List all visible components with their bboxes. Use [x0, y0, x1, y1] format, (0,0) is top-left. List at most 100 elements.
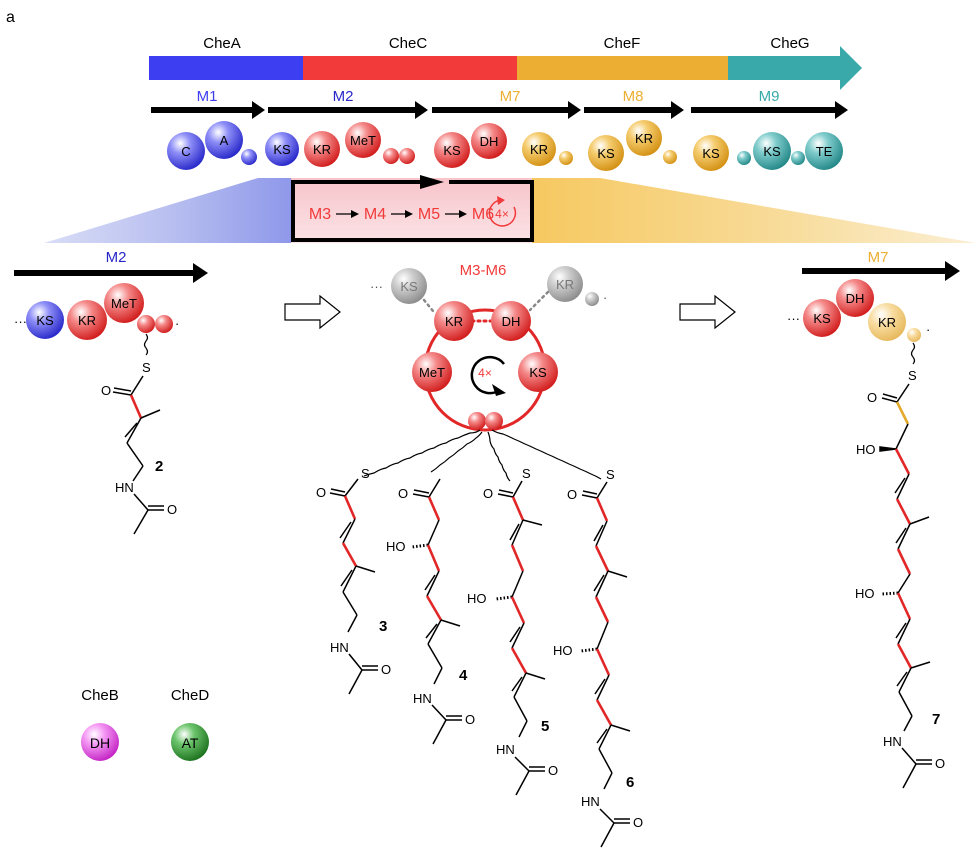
- atom-s: S: [908, 368, 917, 383]
- atom-o: O: [465, 712, 475, 727]
- domain-label-ks: KS: [702, 146, 720, 161]
- ellipsis-kr-right: ·: [603, 290, 607, 305]
- atom-o: O: [567, 487, 577, 502]
- ellipsis-ks-left: ···: [370, 279, 383, 294]
- trans-enzymes: CheB DH CheD AT: [81, 687, 209, 761]
- gene-label-chea: CheA: [203, 35, 241, 52]
- center-module-label: M3-M6: [460, 262, 507, 279]
- grey-kr-domain: [547, 266, 583, 302]
- detail-acp-m2b: [155, 315, 173, 333]
- iter-step-m4: M4: [364, 206, 386, 223]
- acp-m9b: [791, 151, 805, 165]
- flow-arrow-left: [284, 294, 341, 330]
- trans-enzyme-cheb-domain: DH: [90, 735, 110, 751]
- iteration-box: M3 M4 M5 M6 4×: [291, 175, 534, 242]
- module-label-m7: M7: [500, 88, 521, 105]
- domain-label-kr: KR: [878, 315, 896, 330]
- module-label-m2: M2: [333, 88, 354, 105]
- domain-label-kr: KR: [530, 142, 548, 157]
- domain-label-kr: KR: [556, 277, 574, 292]
- detail-arrow-m7: [802, 261, 960, 281]
- acp-m2b: [399, 148, 415, 164]
- module-arrows: M1 M2 M7 M8 M9: [151, 88, 848, 119]
- atom-o: O: [935, 756, 945, 771]
- compound-number-4: 4: [459, 667, 468, 684]
- compound-6: S O HO HN O 6: [553, 467, 643, 848]
- atom-o: O: [548, 763, 558, 778]
- gene-label-cheg: CheG: [770, 35, 809, 52]
- atom-hn: HN: [496, 742, 515, 757]
- detail-ks-m2: [26, 301, 64, 339]
- domain-label-c: C: [181, 144, 190, 159]
- atom-ho: HO: [386, 539, 406, 554]
- atom-o: O: [167, 502, 177, 517]
- module-arrow-m1: [151, 101, 265, 119]
- atom-s: S: [522, 466, 531, 481]
- domain-label-ks: KS: [597, 146, 615, 161]
- compound-3: S O HN O 3: [316, 466, 391, 695]
- detail-kr-m2: [67, 300, 107, 340]
- domain-label-ks: KS: [813, 311, 831, 326]
- iteration-loop-icon: [488, 199, 517, 227]
- domain-a-m1: [205, 121, 243, 159]
- module-label-m9: M9: [759, 88, 780, 105]
- domain-label-ks: KS: [763, 144, 781, 159]
- gene-segment-chec: [303, 56, 518, 80]
- compound-number-7: 7: [932, 711, 940, 728]
- gene-label-chec: CheC: [389, 35, 428, 52]
- module-label-m8: M8: [623, 88, 644, 105]
- detail-acp-m7: [907, 328, 921, 342]
- domain-label-ks: KS: [443, 143, 461, 158]
- acp-m2a: [383, 148, 399, 164]
- ellipsis-m7-right: ·: [926, 322, 930, 337]
- gene-cluster-bar: CheA CheC CheF CheG: [149, 35, 862, 90]
- domain-kr-m2: [304, 131, 340, 167]
- compound-7: S O HO HO HN O 7: [855, 342, 945, 789]
- ellipsis-m2-right: ·: [175, 316, 179, 331]
- iter-step-m3: M3: [309, 206, 331, 223]
- domain-label-a: A: [220, 133, 229, 148]
- domain-ks-m7: [434, 132, 470, 168]
- compound-number-3: 3: [379, 618, 387, 635]
- detail-label-m7: M7: [868, 249, 889, 266]
- cycle-count: 4×: [478, 366, 492, 380]
- module-arrow-m9: [691, 101, 848, 119]
- atom-o: O: [316, 485, 326, 500]
- atom-hn: HN: [581, 794, 600, 809]
- fan-right: [532, 178, 976, 243]
- loop-acp-b: [485, 412, 503, 430]
- panel-label: a: [6, 9, 15, 26]
- acp-m7: [559, 151, 573, 165]
- compound-2: S O HN O 2: [101, 333, 177, 535]
- top-domain-row: C A KS KR MeT KS DH KR KS KR KS KS TE: [167, 120, 843, 171]
- domain-label-ks: KS: [400, 279, 418, 294]
- domain-label-kr: KR: [445, 314, 463, 329]
- trans-enzyme-cheb-dh: [81, 723, 119, 761]
- tethers: [363, 429, 602, 482]
- compound-number-6: 6: [626, 774, 634, 791]
- grey-acp: [585, 292, 599, 306]
- atom-hn: HN: [115, 480, 134, 495]
- detail-acp-m2a: [137, 315, 155, 333]
- domain-ks-m9: [693, 135, 729, 171]
- trans-enzyme-ched-domain: AT: [182, 735, 199, 751]
- iteration-count-small: 4×: [495, 207, 509, 221]
- acp-m9a: [737, 151, 751, 165]
- compound-number-2: 2: [155, 458, 163, 475]
- domain-ks-m8: [588, 135, 624, 171]
- detail-met-m2: [104, 283, 144, 323]
- atom-hn: HN: [883, 734, 902, 749]
- trans-enzyme-cheb-label: CheB: [81, 687, 119, 704]
- domain-label-met: MeT: [111, 296, 137, 311]
- domain-label-dh: DH: [480, 134, 499, 149]
- fan-middle: [291, 178, 532, 243]
- loop-kr: [434, 301, 474, 341]
- domain-label-ks: KS: [529, 365, 547, 380]
- domain-dh-m7: [471, 123, 507, 159]
- module-arrow-m2: [268, 101, 428, 119]
- loop-acp-a: [468, 412, 486, 430]
- gene-segment-chea: [149, 56, 304, 80]
- atom-hn: HN: [413, 691, 432, 706]
- ellipsis-m7: ···: [787, 311, 800, 326]
